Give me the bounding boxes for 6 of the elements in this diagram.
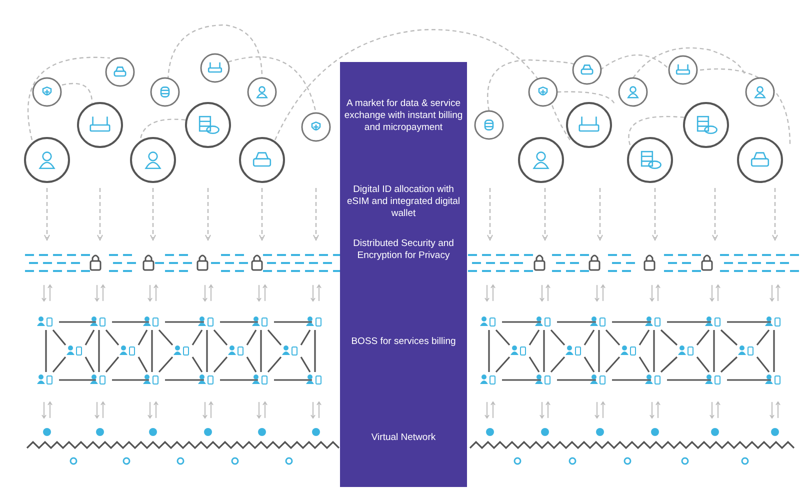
layer-description: Distributed Security and Encryption for Privacy xyxy=(352,238,455,262)
layer-panel xyxy=(340,62,467,487)
layer-description: Virtual Network xyxy=(370,432,437,444)
layer-description: A market for data & service exchange with instant billing and micropayment xyxy=(344,98,463,134)
layer-description: BOSS for services billing xyxy=(350,336,457,348)
layer-description: Digital ID allocation with eSIM and integrated digital wallet xyxy=(346,184,462,220)
